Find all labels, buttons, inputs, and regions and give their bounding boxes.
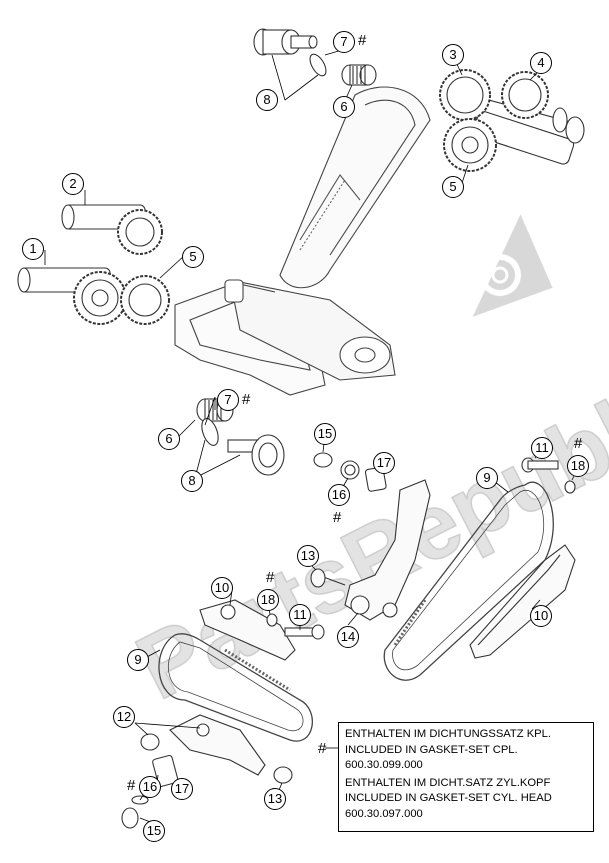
- callout-8-top[interactable]: 8: [256, 89, 278, 111]
- left-camshafts: [17, 204, 170, 325]
- callout-16-bottom[interactable]: 16: [139, 776, 161, 798]
- callout-18-left[interactable]: 18: [257, 589, 279, 611]
- callout-3[interactable]: 3: [442, 44, 464, 66]
- hash-mark: #: [266, 569, 275, 586]
- callout-4[interactable]: 4: [530, 52, 552, 74]
- callout-8-mid[interactable]: 8: [181, 470, 203, 492]
- legend-line-1: ENTHALTEN IM DICHTUNGSSATZ KPL.: [345, 728, 551, 740]
- callout-7-mid[interactable]: 7: [217, 389, 239, 411]
- callout-11-right[interactable]: 11: [531, 437, 553, 459]
- callout-17-bottom[interactable]: 17: [171, 778, 193, 800]
- callout-14[interactable]: 14: [337, 626, 359, 648]
- upper-chain-guide: [279, 86, 431, 289]
- legend-hash-mark: #: [318, 740, 327, 757]
- callout-12[interactable]: 12: [113, 706, 135, 728]
- callout-7-top[interactable]: 7: [333, 31, 355, 53]
- timing-chain-right: [383, 481, 554, 681]
- callout-2[interactable]: 2: [62, 173, 84, 195]
- bolt-right: [521, 457, 576, 494]
- callout-5-left[interactable]: 5: [182, 246, 204, 268]
- guide-rail-left: [199, 599, 325, 661]
- hash-mark: #: [127, 777, 136, 794]
- hash-mark: #: [358, 32, 367, 49]
- bottom-tensioner: [121, 714, 293, 829]
- legend-line-4: ENTHALTEN IM DICHT.SATZ ZYL.KOPF: [345, 776, 551, 789]
- callout-13-bottom[interactable]: 13: [264, 788, 286, 810]
- middle-guide-frame: [174, 279, 396, 396]
- callout-6-top[interactable]: 6: [333, 96, 355, 118]
- callout-10-right[interactable]: 10: [530, 605, 552, 627]
- callout-13-mid[interactable]: 13: [297, 545, 319, 567]
- callout-17-mid[interactable]: 17: [373, 452, 395, 474]
- legend-line-5: INCLUDED IN GASKET-SET CYL. HEAD: [345, 792, 552, 804]
- top-right-camshafts: [439, 69, 585, 172]
- legend-line-2: INCLUDED IN GASKET-SET CPL.: [345, 743, 518, 756]
- needle-bearing-top: [341, 64, 377, 86]
- callout-16-mid[interactable]: 16: [328, 484, 350, 506]
- callout-5-right[interactable]: 5: [442, 176, 464, 198]
- watermark-text: PartsRepublik: [122, 347, 609, 719]
- hash-mark: #: [242, 391, 251, 408]
- legend-line-6: 600.30.097.000: [345, 807, 423, 820]
- callout-9-right[interactable]: 9: [476, 467, 498, 489]
- callout-11-left[interactable]: 11: [289, 604, 311, 626]
- callout-15-bottom[interactable]: 15: [143, 820, 165, 842]
- legend-line-3: 600.30.099.000: [345, 759, 423, 771]
- callout-18-right[interactable]: 18: [567, 455, 589, 477]
- callout-1[interactable]: 1: [22, 238, 44, 260]
- tensioner-rail-mid: [310, 479, 431, 621]
- timing-chain-left: [158, 633, 313, 742]
- mid-camshaft-end: [227, 434, 285, 476]
- callout-9-left[interactable]: 9: [127, 649, 149, 671]
- callout-10-left[interactable]: 10: [211, 577, 233, 599]
- hash-mark: #: [574, 435, 583, 452]
- top-bearing-part: [253, 28, 377, 86]
- hash-mark: #: [333, 509, 342, 526]
- guide-rail-right: [469, 544, 576, 659]
- gasket-set-legend: ENTHALTEN IM DICHTUNGSSATZ KPL. INCLUDED…: [338, 722, 594, 832]
- gear-logo-icon: [472, 214, 553, 317]
- callout-6-mid[interactable]: 6: [158, 428, 180, 450]
- callout-15-mid[interactable]: 15: [314, 423, 336, 445]
